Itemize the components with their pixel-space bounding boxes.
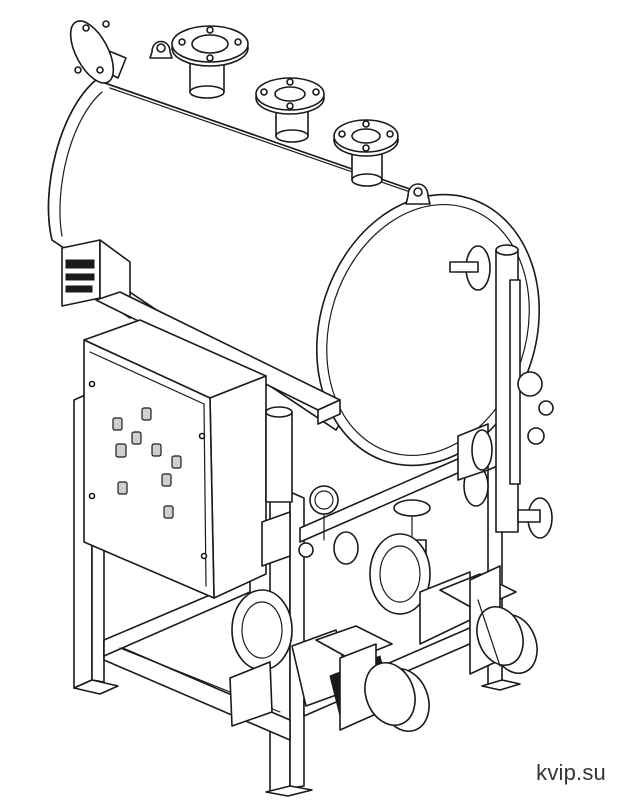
pressure-gauges [298, 371, 554, 558]
horizontal-tank [47, 79, 541, 467]
piping-manifold [261, 406, 493, 567]
lifting-lugs [149, 40, 431, 205]
top-nozzle-2 [255, 77, 325, 143]
top-nozzle-3 [333, 119, 399, 187]
pump-1 [229, 589, 430, 732]
control-knobs [112, 407, 182, 519]
control-cabinet [83, 319, 267, 599]
top-nozzle-1 [171, 25, 249, 99]
inlet-flange-left [69, 20, 127, 84]
pump-2 [369, 533, 538, 675]
watermark: kvip.su [536, 760, 606, 785]
level-gauge [449, 244, 553, 539]
